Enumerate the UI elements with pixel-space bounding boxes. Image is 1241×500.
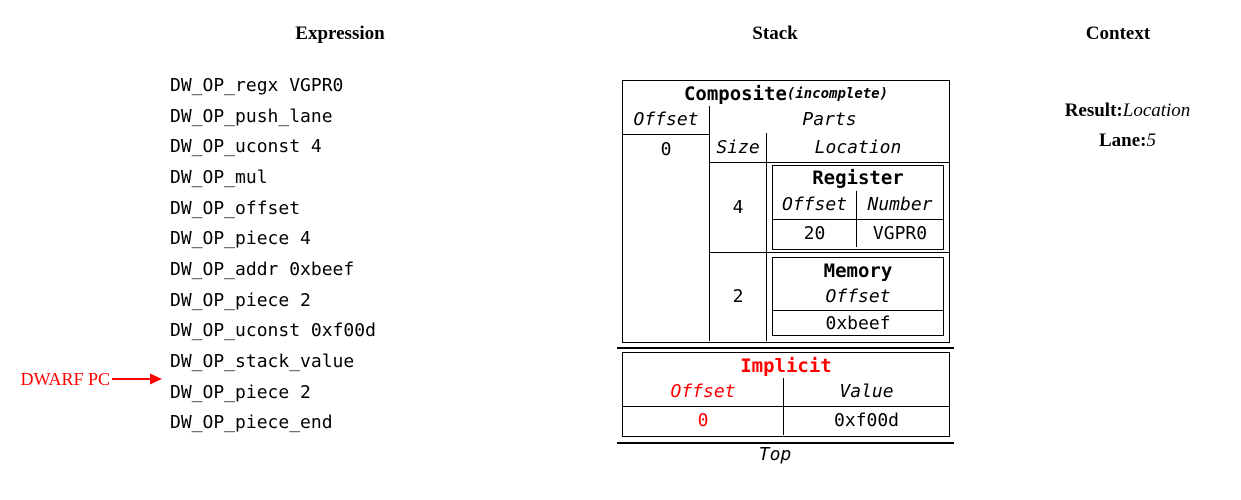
register-location-table: Register Offset Number 20 VGPR0 — [772, 164, 944, 250]
expression-item: DW_OP_piece 2 — [170, 381, 311, 403]
composite-parts-column: Parts Size Location 4 Register Offset Nu… — [710, 106, 949, 341]
register-title: Register — [812, 167, 904, 190]
expression-item: DW_OP_mul — [170, 166, 268, 188]
expression-item: DW_OP_regx VGPR0 — [170, 74, 344, 96]
part-size-value: 4 — [710, 163, 767, 252]
implicit-table: Implicit Offset 0 Value 0xf00d — [622, 352, 950, 437]
composite-offset-column: Offset 0 — [623, 106, 710, 341]
context-column-title: Context — [1085, 23, 1151, 44]
expression-item: DW_OP_offset — [170, 197, 301, 219]
register-offset-header: Offset — [773, 190, 857, 219]
memory-offset-value: 0xbeef — [825, 312, 891, 334]
expression-item: DW_OP_uconst 0xf00d — [170, 320, 376, 342]
context-result-line: Result:Location — [1018, 78, 1218, 144]
register-offset-value: 20 — [773, 219, 857, 247]
expression-item: DW_OP_uconst 4 — [170, 136, 322, 158]
expression-list: DW_OP_regx VGPR0 DW_OP_push_lane DW_OP_u… — [170, 70, 376, 438]
implicit-offset-column: Offset 0 — [623, 378, 784, 435]
stack-top-label: Top — [758, 444, 792, 465]
context-lane-line: Lane:5 — [1018, 108, 1218, 174]
location-header: Location — [814, 137, 902, 158]
implicit-value-value: 0xf00d — [833, 410, 900, 432]
expression-item: DW_OP_push_lane — [170, 105, 333, 127]
composite-offset-header: Offset — [623, 106, 709, 135]
implicit-value-header: Value — [784, 378, 949, 407]
result-value: Location — [1122, 100, 1191, 121]
stack-separator-line — [617, 347, 954, 349]
dwarf-pc-label: DWARF PC — [20, 369, 110, 389]
register-number-value: VGPR0 — [872, 222, 928, 244]
lane-value: 5 — [1146, 130, 1157, 151]
composite-title: Composite — [683, 82, 787, 105]
register-number-header: Number — [867, 194, 933, 216]
stack-column-title: Stack — [752, 23, 798, 44]
part-size-value: 2 — [710, 252, 767, 341]
composite-incomplete-note: (incomplete) — [786, 85, 889, 102]
expression-item: DW_OP_piece_end — [170, 412, 333, 434]
expression-item: DW_OP_piece 4 — [170, 228, 311, 250]
memory-location-table: Memory Offset 0xbeef — [772, 257, 944, 337]
expression-item: DW_OP_piece 2 — [170, 289, 311, 311]
stack-separator-line — [617, 442, 954, 444]
expression-item: DW_OP_addr 0xbeef — [170, 258, 355, 280]
size-header: Size — [710, 133, 767, 162]
composite-part-row: 2 Memory Offset 0xbeef — [710, 252, 949, 341]
lane-label: Lane: — [1099, 130, 1147, 151]
parts-header: Parts — [802, 109, 857, 130]
implicit-title: Implicit — [740, 354, 832, 377]
expression-column-title: Expression — [295, 23, 385, 44]
composite-table: Composite(incomplete) Offset 0 Parts Siz… — [622, 80, 950, 343]
composite-title-row: Composite(incomplete) — [623, 81, 949, 106]
result-label: Result: — [1064, 100, 1123, 121]
implicit-offset-value: 0 — [697, 410, 709, 432]
composite-offset-value: 0 — [660, 139, 672, 160]
implicit-value-column: Value 0xf00d — [784, 378, 949, 435]
composite-part-row: 4 Register Offset Number 20 VGPR0 — [710, 163, 949, 253]
dwarf-pc-arrow-icon — [112, 373, 162, 385]
implicit-offset-header: Offset — [623, 378, 783, 407]
expression-item: DW_OP_stack_value — [170, 351, 355, 373]
memory-title: Memory — [823, 259, 893, 282]
memory-offset-header: Offset — [773, 283, 943, 312]
